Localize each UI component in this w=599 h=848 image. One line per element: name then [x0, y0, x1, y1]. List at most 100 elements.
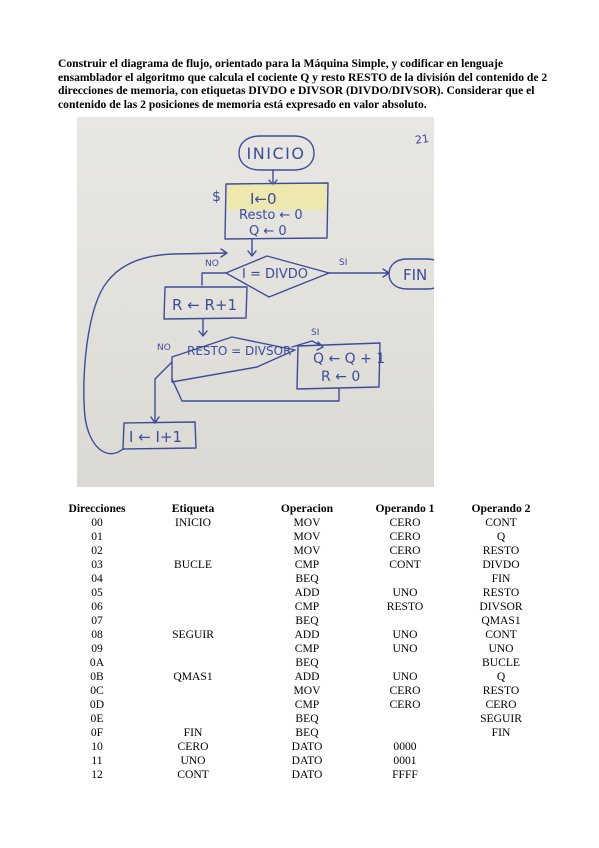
cell-operando-1 [364, 726, 446, 740]
header-direcciones: Direcciones [68, 502, 126, 515]
cell-operando-2: SEGUIR [480, 712, 522, 725]
cell-operacion: BEQ [295, 712, 319, 725]
cell-operando-2: CERO [485, 698, 517, 711]
cell-operando-2 [446, 768, 556, 782]
cell-operacion: BEQ [295, 614, 319, 627]
cell-direccion: 06 [91, 600, 103, 613]
decision2-yes: SI [311, 328, 319, 338]
cell-etiqueta [136, 530, 250, 544]
decision1-no: NO [205, 259, 219, 269]
decision2-diamond [171, 336, 296, 383]
cell-operando-2: RESTO [482, 684, 520, 697]
cell-direccion: 0F [90, 726, 104, 739]
cell-etiqueta: CONT [177, 768, 209, 781]
header-etiqueta: Etiqueta [171, 502, 215, 515]
header-operacion: Operacion [280, 502, 334, 515]
cell-operando-2: QMAS1 [481, 614, 521, 627]
cell-operando-2: Q [496, 670, 506, 683]
flowchart-photo: 21 INICIO $ I←0 Resto ← 0 Q ← 0 I = DIVD… [77, 117, 434, 487]
q-block [296, 342, 381, 390]
cell-direccion: 04 [91, 572, 103, 585]
cell-etiqueta: BUCLE [173, 558, 212, 571]
cell-operacion: ADD [294, 628, 320, 641]
q-return-line [171, 378, 340, 402]
table-row: 06 CMP RESTO DIVSOR [58, 600, 556, 614]
cell-operando-1: UNO [392, 670, 418, 683]
cell-operacion: BEQ [295, 656, 319, 669]
decision1-label: I = DIVDO [242, 267, 308, 282]
cell-operando-2: Q [496, 530, 506, 543]
cell-direccion: 08 [91, 628, 103, 641]
cell-operando-2: FIN [491, 572, 511, 585]
cell-etiqueta [136, 614, 250, 628]
cell-direccion: 0C [90, 684, 104, 697]
arrow-yes-q-block [291, 340, 324, 351]
cell-operando-1: FFFF [392, 768, 418, 781]
cell-direccion: 05 [91, 586, 103, 599]
decision2-label: RESTO = DIVSOR [187, 344, 291, 358]
init-highlight [227, 184, 327, 210]
inc-resto-block [163, 286, 248, 320]
cell-operacion: CMP [294, 600, 320, 613]
cell-etiqueta: FIN [183, 726, 203, 739]
arrow-no-inc-i [150, 361, 173, 424]
cell-operacion: BEQ [295, 572, 319, 585]
cell-operacion: MOV [293, 530, 321, 543]
cell-direccion: 09 [91, 642, 103, 655]
header-operando-2: Operando 2 [471, 502, 531, 515]
assembly-program-table: Direcciones Etiqueta Operacion Operando … [58, 502, 556, 782]
cell-direccion: 02 [91, 544, 103, 557]
cell-direccion: 0B [90, 670, 104, 683]
cell-direccion: 0D [89, 698, 105, 711]
cell-operando-1 [364, 712, 446, 726]
cell-operando-1: CERO [389, 684, 421, 697]
arrow-inc-resto-decision2 [198, 318, 208, 337]
cell-etiqueta [136, 642, 250, 656]
cell-operando-2: DIVSOR [479, 600, 523, 613]
inc-resto-label: R ← R+1 [172, 296, 237, 314]
init-mark: $ [212, 189, 221, 205]
q-line-2: R ← 0 [321, 369, 360, 385]
cell-operando-2: CONT [485, 628, 517, 641]
cell-operando-1: 0000 [393, 740, 417, 753]
cell-operando-1: CONT [389, 558, 421, 571]
init-block [224, 182, 329, 240]
cell-operando-1: UNO [392, 642, 418, 655]
table-row: 07 BEQ QMAS1 [58, 614, 556, 628]
cell-operacion: ADD [294, 586, 320, 599]
cell-direccion: 07 [91, 614, 103, 627]
inc-i-label: I ← I+1 [129, 428, 182, 446]
decision1-yes: SI [339, 258, 347, 268]
cell-etiqueta [136, 712, 250, 726]
arrow-yes-fin [328, 268, 390, 278]
cell-operacion: CMP [294, 558, 320, 571]
cell-etiqueta: INICIO [174, 516, 212, 529]
table-row: 04 BEQ FIN [58, 572, 556, 586]
start-label: INICIO [247, 144, 306, 163]
cell-etiqueta [136, 600, 250, 614]
cell-etiqueta: QMAS1 [173, 670, 213, 683]
problem-statement: Construir el diagrama de flujo, orientad… [58, 57, 548, 111]
init-line-1: I←0 [250, 190, 277, 208]
cell-direccion: 00 [91, 516, 103, 529]
header-operando-1: Operando 1 [375, 502, 435, 515]
page-number: 21 [414, 132, 430, 147]
cell-operando-1: 0001 [393, 754, 417, 767]
cell-operando-1: UNO [392, 628, 418, 641]
cell-operando-1: CERO [389, 698, 421, 711]
cell-operando-2 [446, 740, 556, 754]
cell-direccion: 0A [89, 656, 105, 669]
cell-operando-1: RESTO [386, 600, 424, 613]
cell-operacion: CMP [294, 642, 320, 655]
cell-etiqueta: UNO [180, 754, 206, 767]
